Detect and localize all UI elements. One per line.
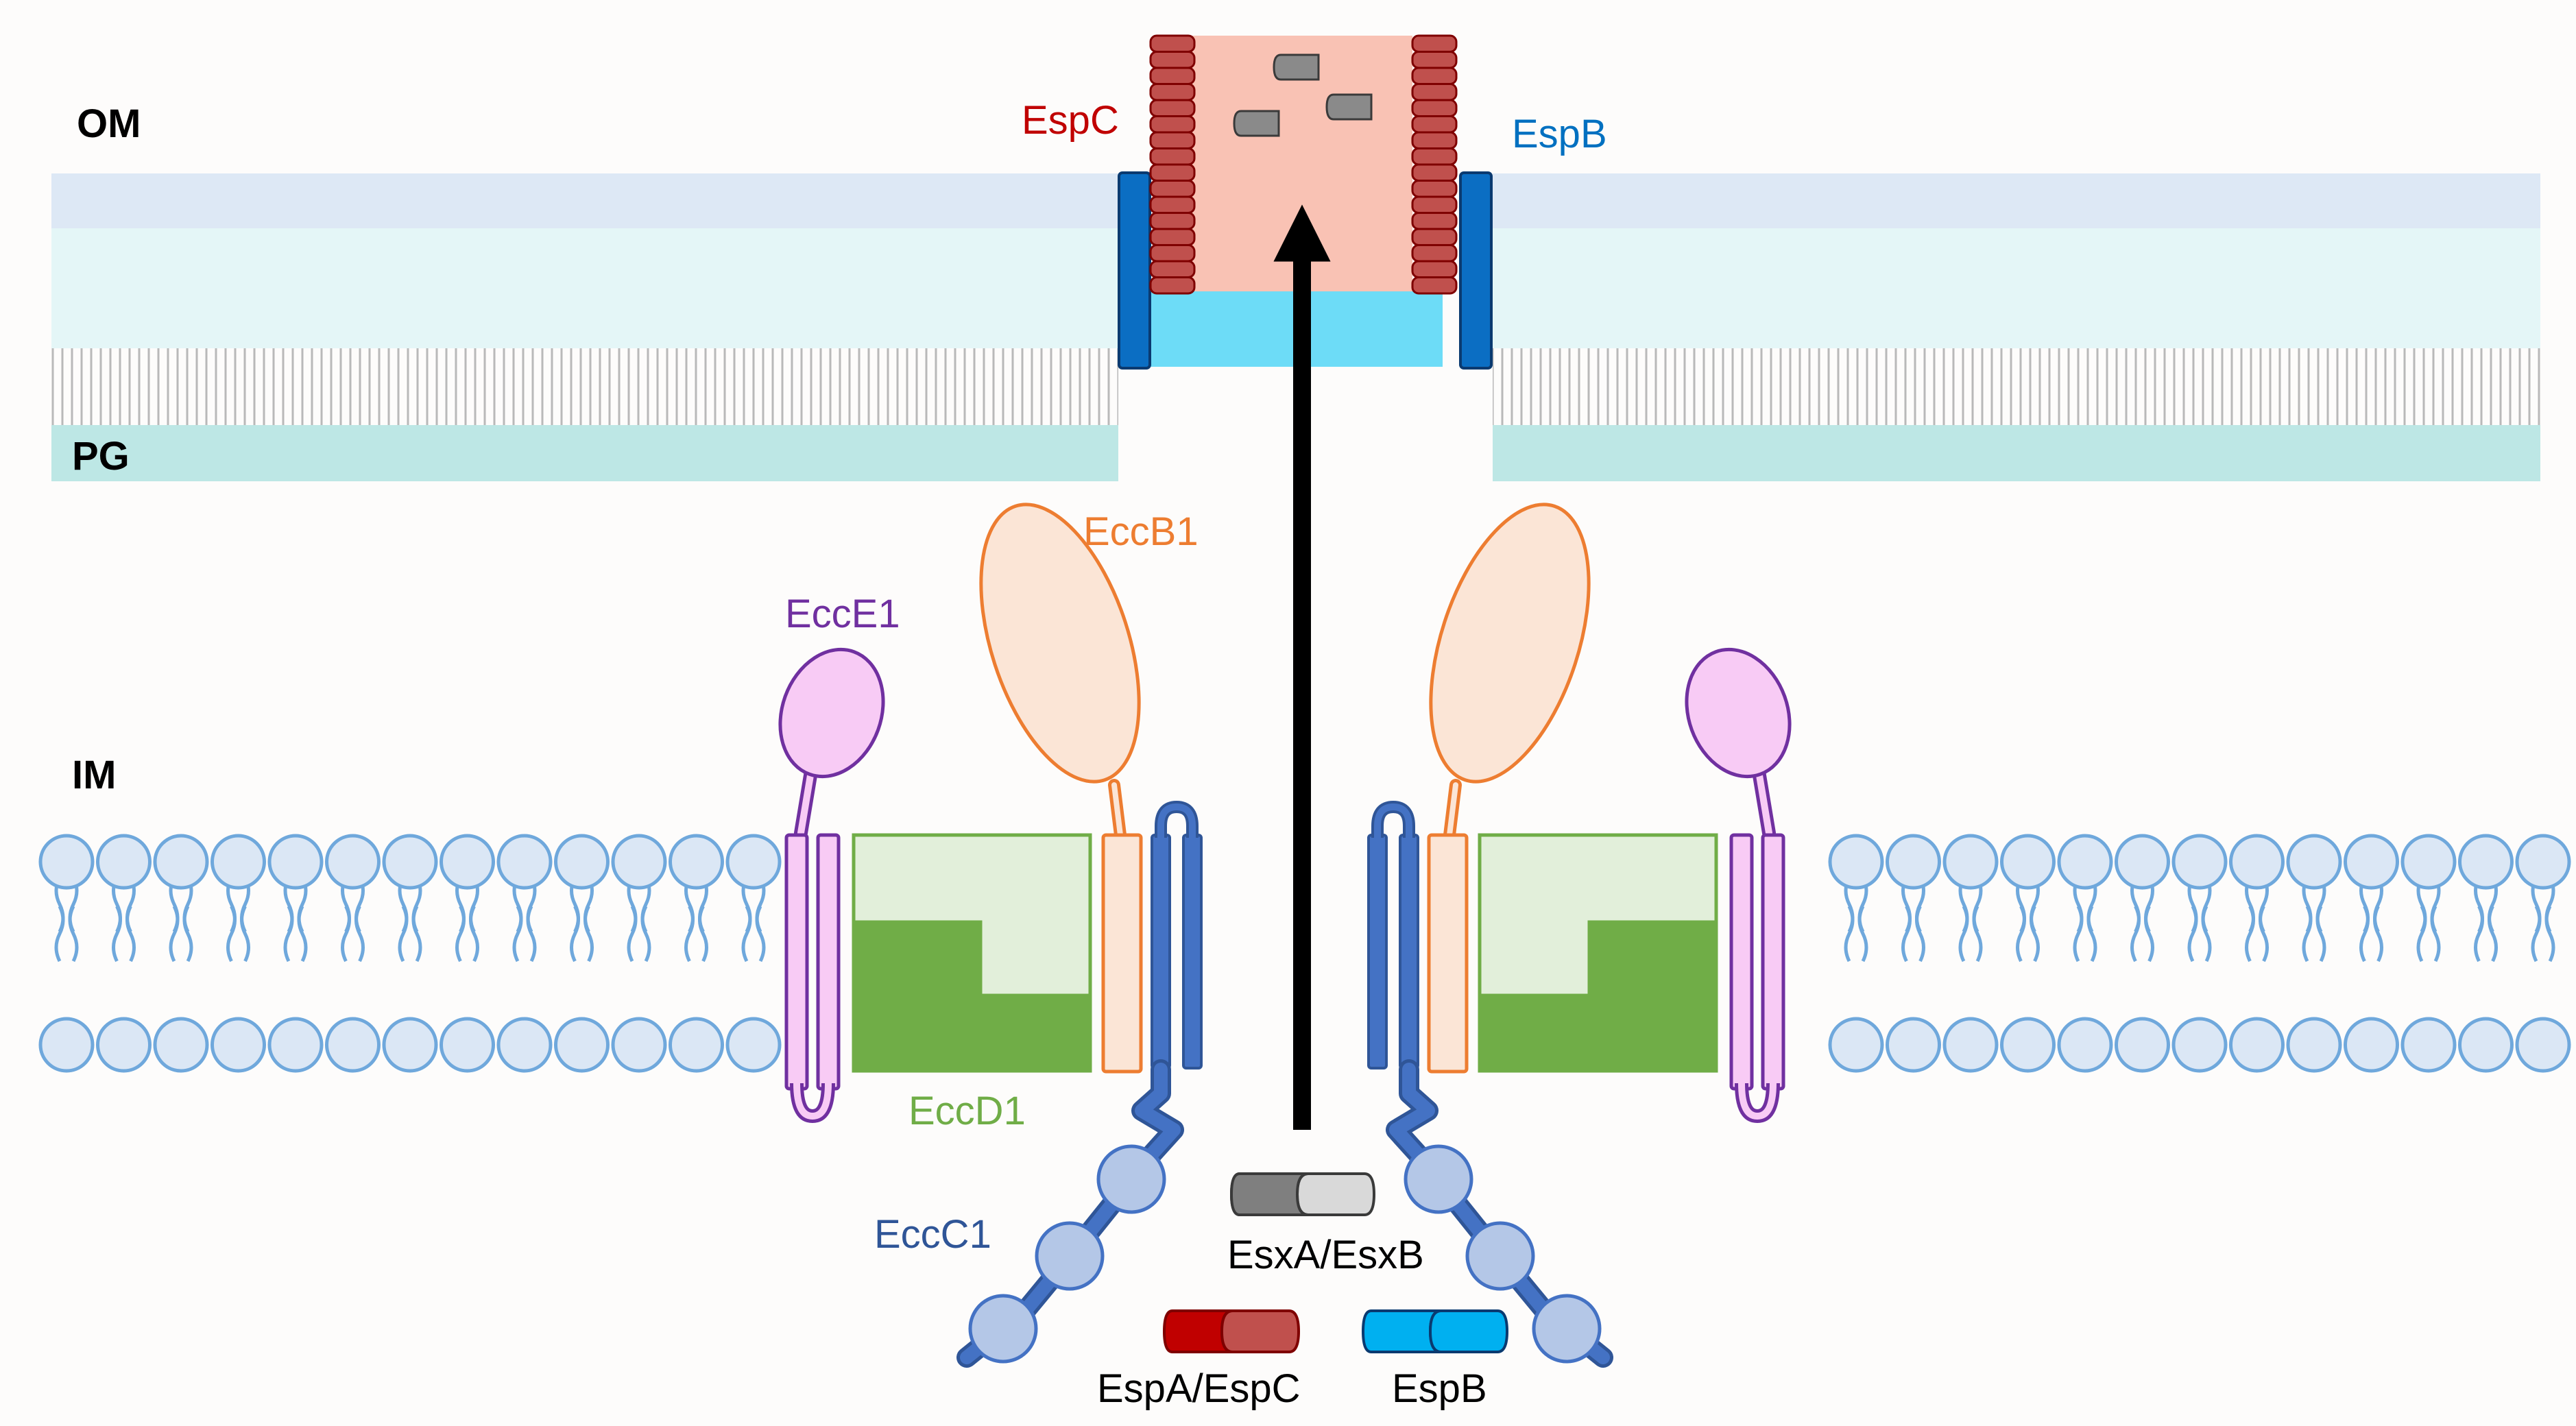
outer-membrane-label: OM — [77, 101, 141, 146]
espc-subunit — [1411, 83, 1458, 101]
eccc1-label: EccC1 — [874, 1212, 991, 1257]
espc-subunit — [1149, 34, 1196, 53]
espc-subunit — [1411, 115, 1458, 134]
espc-subunit — [1149, 180, 1196, 198]
secreted-cargo — [1233, 53, 1373, 137]
inner-membrane-left — [40, 836, 780, 1071]
espc-subunit — [1411, 276, 1458, 295]
espc-label: EspC — [1022, 98, 1119, 143]
ess-complex-right — [1367, 503, 1792, 1368]
legend-esxa-esxb-label: EsxA/EsxB — [1227, 1233, 1424, 1277]
espc-subunit — [1411, 195, 1458, 214]
espc-subunit — [1149, 67, 1196, 85]
cargo-molecule — [1325, 93, 1373, 121]
lipid-molecule — [155, 836, 207, 1071]
lipid-molecule — [2288, 836, 2340, 1071]
legend-espa-espc-label: EspA/EspC — [1097, 1366, 1301, 1411]
espc-subunit — [1149, 276, 1196, 295]
lipid-molecule — [1888, 836, 1940, 1071]
espc-subunit — [1149, 228, 1196, 246]
lipid-molecule — [613, 836, 665, 1071]
espc-stack-right — [1411, 34, 1458, 295]
peptidoglycan-layer — [51, 348, 2540, 481]
ecce1-left — [778, 647, 885, 1124]
espc-subunit — [1149, 244, 1196, 263]
ecce1-right — [1685, 647, 1792, 1124]
inner-membrane-right — [1830, 836, 2569, 1071]
espc-subunit — [1411, 34, 1458, 53]
espc-subunit — [1411, 51, 1458, 69]
legend-espb-icon — [1361, 1309, 1509, 1353]
ess-complex-left — [778, 503, 1203, 1368]
eccd1-right — [1478, 833, 1718, 1073]
espc-subunit — [1411, 131, 1458, 149]
eccb1-left — [979, 503, 1143, 1074]
espc-subunit — [1411, 180, 1458, 198]
eccd1-label: EccD1 — [908, 1089, 1026, 1133]
eccc1-right — [1367, 800, 1613, 1368]
lipid-molecule — [2174, 836, 2226, 1071]
espc-subunit — [1411, 260, 1458, 278]
eccd1-left — [852, 833, 1092, 1073]
eccc1-left — [956, 800, 1203, 1368]
lipid-molecule — [2059, 836, 2111, 1071]
cargo-molecule — [1233, 110, 1280, 137]
lipid-molecule — [442, 836, 494, 1071]
espc-stack-left — [1149, 34, 1196, 295]
legend-espa-espc-icon — [1162, 1309, 1301, 1353]
espc-subunit — [1149, 115, 1196, 134]
inner-membrane-label: IM — [72, 753, 116, 797]
espc-subunit — [1411, 212, 1458, 230]
peptidoglycan-label: PG — [72, 434, 130, 479]
espb-column-right — [1459, 171, 1493, 370]
espc-subunit — [1149, 260, 1196, 278]
espc-subunit — [1149, 99, 1196, 117]
espc-subunit — [1411, 228, 1458, 246]
espc-subunit — [1411, 163, 1458, 182]
lipid-molecule — [727, 836, 780, 1071]
espc-subunit — [1411, 147, 1458, 166]
espc-subunit — [1149, 83, 1196, 101]
lipid-molecule — [269, 836, 322, 1071]
lipid-molecule — [384, 836, 436, 1071]
espc-subunit — [1149, 147, 1196, 166]
ecce1-label: EccE1 — [785, 592, 900, 636]
lipid-molecule — [556, 836, 608, 1071]
espb-label: EspB — [1512, 112, 1607, 156]
espc-subunit — [1149, 163, 1196, 182]
lipid-molecule — [1945, 836, 1997, 1071]
lipid-molecule — [2460, 836, 2512, 1071]
espc-subunit — [1149, 131, 1196, 149]
espc-subunit — [1149, 195, 1196, 214]
lipid-molecule — [2231, 836, 2283, 1071]
lipid-molecule — [213, 836, 265, 1071]
espb-column-left — [1118, 171, 1151, 370]
outer-membrane — [51, 173, 2540, 348]
lipid-molecule — [671, 836, 723, 1071]
lipid-molecule — [2117, 836, 2169, 1071]
espc-subunit — [1411, 99, 1458, 117]
lipid-molecule — [2346, 836, 2398, 1071]
eccb1-label: EccB1 — [1083, 509, 1199, 554]
lipid-molecule — [1830, 836, 1882, 1071]
eccb1-right — [1427, 503, 1591, 1074]
cargo-molecule — [1273, 53, 1320, 81]
espc-subunit — [1149, 51, 1196, 69]
lipid-molecule — [2002, 836, 2054, 1071]
lipid-molecule — [327, 836, 379, 1071]
lipid-molecule — [98, 836, 150, 1071]
legend-esxa-esxb-icon — [1229, 1172, 1376, 1216]
legend-espb-label: EspB — [1392, 1366, 1487, 1411]
espc-subunit — [1411, 67, 1458, 85]
lipid-molecule — [498, 836, 551, 1071]
espc-subunit — [1411, 244, 1458, 263]
lipid-molecule — [2403, 836, 2455, 1071]
espc-subunit — [1149, 212, 1196, 230]
lipid-molecule — [40, 836, 93, 1071]
lipid-molecule — [2517, 836, 2569, 1071]
